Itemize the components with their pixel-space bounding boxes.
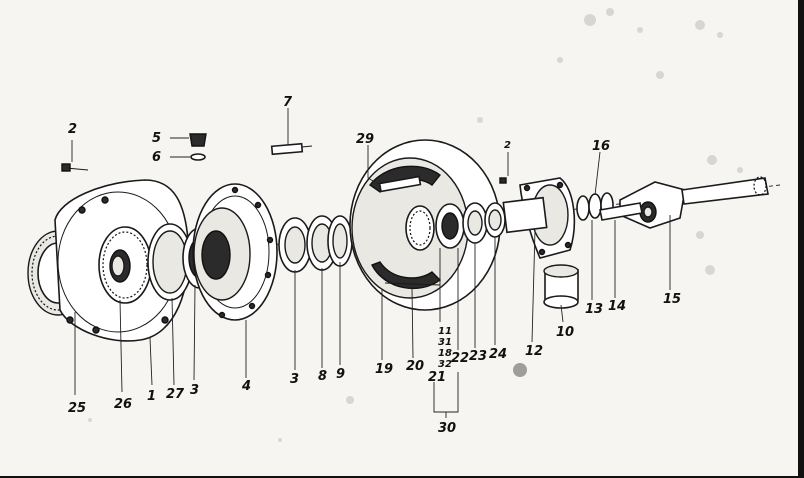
part-brake-drum-plate (349, 139, 501, 311)
label-15: 15 (663, 292, 681, 307)
label-11: 11 (438, 326, 452, 337)
label-22: 22 (451, 351, 469, 366)
part-26-gear (98, 226, 152, 304)
part-21-bearing (435, 203, 465, 249)
label-30: 30 (438, 421, 456, 436)
label-18: 18 (438, 348, 452, 359)
part-13-rings (576, 192, 614, 221)
label-5: 5 (152, 131, 161, 146)
label-26: 26 (114, 397, 132, 412)
part-4-flanged-hub (192, 183, 278, 321)
leader-lines (71, 108, 671, 418)
part-6-washer (190, 153, 206, 161)
label-12: 12 (525, 344, 543, 359)
label-16: 16 (592, 139, 610, 154)
label-23: 23 (469, 349, 487, 364)
label-13: 13 (585, 302, 603, 317)
label-14: 14 (608, 299, 626, 314)
part-2-bolt-left (61, 163, 89, 172)
label-3-right: 3 (290, 372, 299, 387)
label-29: 29 (356, 132, 374, 147)
label-1: 1 (147, 389, 156, 404)
label-8: 8 (318, 369, 327, 384)
label-6: 6 (152, 150, 161, 165)
label-2-right: 2 (504, 140, 511, 151)
part-5-cap (189, 133, 207, 147)
part-10-bushing (543, 264, 579, 309)
part-15-axle-shaft (599, 176, 769, 229)
label-2-left: 2 (68, 122, 77, 137)
part-9-seal (327, 215, 353, 267)
part-23-ring (462, 202, 488, 244)
label-27: 27 (166, 387, 185, 402)
part-labels: 2 5 6 7 29 2 16 25 26 1 27 3 4 3 8 9 19 … (68, 95, 681, 436)
part-2-bolt-right (499, 177, 507, 184)
label-10: 10 (556, 325, 574, 340)
label-21: 21 (428, 370, 446, 385)
part-7-bolt (270, 142, 313, 156)
label-3-left: 3 (190, 383, 199, 398)
part-12-steering-flange (502, 177, 576, 259)
label-32: 32 (438, 359, 452, 370)
label-20: 20 (406, 359, 424, 374)
label-25: 25 (68, 401, 86, 416)
part-3-bearing-right (278, 217, 312, 273)
label-31: 31 (438, 337, 452, 348)
part-27-ring (147, 223, 193, 301)
label-4: 4 (241, 379, 251, 394)
part-24-ring (484, 202, 506, 238)
label-19: 19 (375, 362, 393, 377)
label-9: 9 (336, 367, 345, 382)
label-24: 24 (489, 347, 507, 362)
label-7: 7 (283, 95, 293, 110)
scan-speckles (88, 8, 743, 442)
